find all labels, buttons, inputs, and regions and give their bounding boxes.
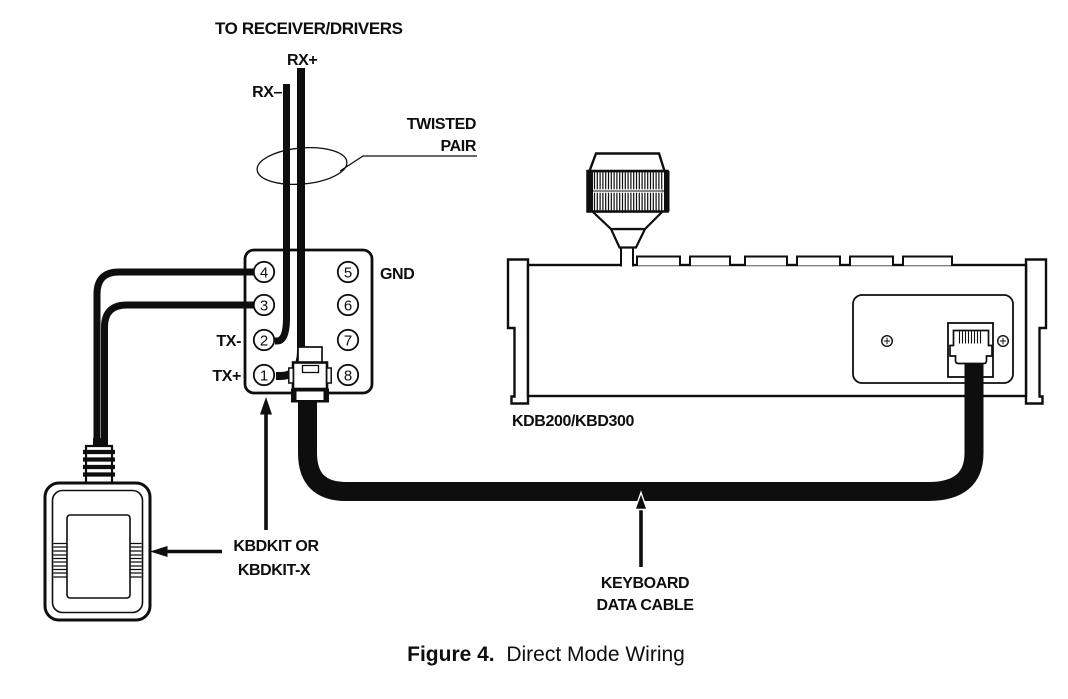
modular-plug-terminal-block [288, 346, 332, 403]
twisted-pair-label-1: TWISTED [407, 116, 476, 133]
keyboard-data-cable [298, 356, 984, 501]
data-cable-callout: KEYBOARD DATA CABLE [596, 490, 695, 614]
strain-relief-ridges [83, 449, 115, 477]
joystick-neck [609, 227, 647, 249]
terminal-8-number: 8 [344, 368, 352, 385]
terminal-3-circle [252, 293, 276, 317]
twisted-pair-callout: TWISTED PAIR [256, 116, 477, 186]
data-cable-label-1: KEYBOARD [601, 575, 689, 592]
kbdkit-arrow-up-head [260, 397, 272, 415]
plug-socket [297, 346, 323, 364]
terminal-5-circle [336, 260, 360, 284]
terminal-7-circle [336, 328, 360, 352]
joystick-cap [587, 152, 667, 173]
rj-plug-pins [958, 331, 982, 344]
figure-caption-bold: Figure 4. [407, 643, 495, 666]
panel-screw-right [997, 335, 1010, 348]
power-adapter [43, 438, 152, 622]
keyboard-model-label: KDB200/KBD300 [512, 413, 634, 430]
rx-minus-wire [275, 84, 290, 345]
terminal-4-number: 4 [260, 265, 268, 282]
figure-caption: Figure 4. Direct Mode Wiring [407, 643, 685, 666]
gnd-label: GND [380, 266, 414, 283]
plug-left-wing [288, 367, 295, 384]
plug-collar-window [296, 391, 324, 400]
joystick-base [589, 210, 666, 231]
power-wire-terminal3 [101, 301, 254, 444]
adapter-cord [93, 438, 108, 448]
adapter-fins-left [53, 542, 67, 578]
kbdkit-label-2: KBDKIT-X [238, 562, 311, 579]
data-cable-arrow-head [634, 490, 648, 511]
adapter-fins-right [130, 542, 142, 578]
terminal-1-circle [252, 363, 276, 387]
tx-plus-label: TX+ [212, 368, 241, 385]
kbdkit-arrow-left-head [150, 546, 168, 557]
joystick-stem-fill [621, 247, 633, 267]
terminal-7-number: 7 [344, 333, 352, 350]
plug-right-wing [325, 367, 332, 384]
data-cable-label-2: DATA CABLE [596, 597, 694, 614]
rx-plus-label: RX+ [287, 52, 317, 69]
joystick-stem [620, 247, 634, 267]
terminal-5-number: 5 [344, 265, 352, 282]
terminal-4-circle [252, 260, 276, 284]
twisted-pair-leader-line [339, 155, 477, 172]
power-wires [93, 268, 254, 444]
keyboard-top-tabs [636, 255, 953, 266]
screw-cross-icon [999, 337, 1007, 345]
plug-latch-tab [301, 364, 320, 374]
terminal-1-number: 1 [260, 368, 268, 385]
terminal-8-circle [336, 363, 360, 387]
terminal-2-number: 2 [260, 333, 268, 350]
panel-screw-left [881, 335, 894, 348]
tx-minus-label: TX- [216, 333, 241, 350]
rj-plug-keyboard [949, 329, 993, 365]
kbdkit-callout: KBDKIT OR KBDKIT-X [150, 397, 320, 579]
twisted-pair-label-2: PAIR [441, 138, 477, 155]
terminal-6-number: 6 [344, 298, 352, 315]
keyboard-right-bracket [1024, 258, 1048, 405]
adapter-label-area [66, 514, 131, 599]
to-receiver-drivers-label: TO RECEIVER/DRIVERS [215, 19, 403, 38]
power-wire-terminal4 [93, 268, 254, 444]
terminal-6-circle [336, 293, 360, 317]
keyboard-left-bracket [506, 258, 530, 405]
figure-caption-rest: Direct Mode Wiring [495, 643, 685, 666]
terminal-circles: 4 3 2 1 5 6 7 8 [252, 260, 360, 387]
terminal-2-circle [252, 328, 276, 352]
joystick [586, 152, 670, 267]
kbdkit-label-1: KBDKIT OR [233, 538, 319, 555]
keyboard-rear-view [506, 152, 1048, 405]
screw-cross-icon [883, 337, 891, 345]
terminal-3-number: 3 [260, 298, 268, 315]
rx-minus-label: RX– [252, 84, 282, 101]
